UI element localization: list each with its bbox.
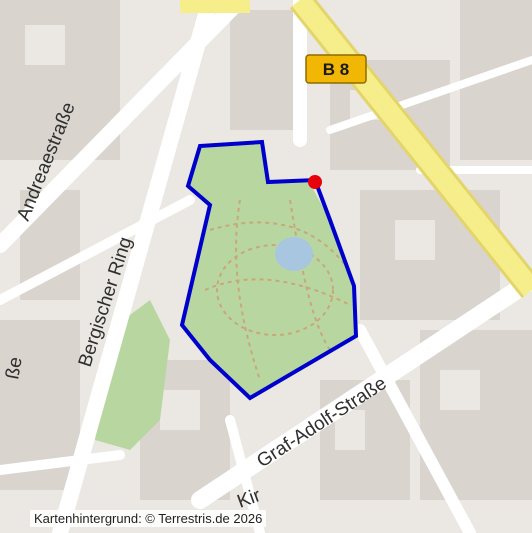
road-shield-label: B 8 bbox=[323, 60, 349, 79]
area-boundary[interactable] bbox=[179, 139, 359, 401]
map-attribution: Kartenhintergrund: © Terrestris.de 2026 bbox=[30, 510, 267, 527]
park-paths bbox=[204, 199, 351, 381]
road-shield-b8: B 8 bbox=[305, 54, 367, 84]
location-marker[interactable] bbox=[308, 175, 322, 189]
highway-b8 bbox=[180, 0, 532, 299]
park-area bbox=[182, 142, 356, 398]
street-label-partial-left: ße bbox=[2, 355, 27, 380]
pond bbox=[275, 237, 313, 271]
